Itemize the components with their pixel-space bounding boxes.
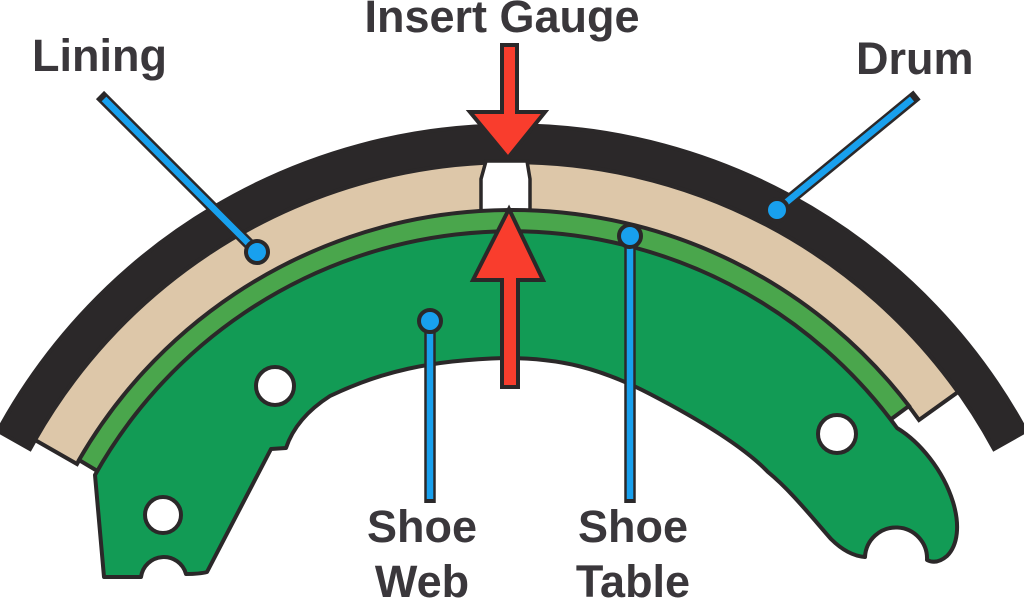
shoe-web-leader-dot [417,308,443,334]
rivet-hole-right [816,413,858,455]
shoe-web-label: Shoe Web [366,501,478,604]
rivet-hole-lower-left [143,495,183,535]
drum-leader-dot [764,197,790,223]
drum-leader-line [774,96,915,213]
shoe-table-leader-dot [617,223,643,249]
drum-label: Drum [856,33,974,84]
shoe-table-label: Shoe Table [575,501,691,604]
gauge-notch [479,159,532,214]
lining-leader-line [101,96,260,255]
lining-label: Lining [32,30,167,81]
insert-gauge-label: Insert Gauge [364,0,640,42]
shoe-web-body [93,229,960,579]
rivet-hole-upper-left [254,365,296,407]
insert-gauge-down-arrow-icon [465,43,550,162]
insert-gauge-up-arrow-icon [469,204,547,389]
lining-leader-dot [244,239,270,265]
